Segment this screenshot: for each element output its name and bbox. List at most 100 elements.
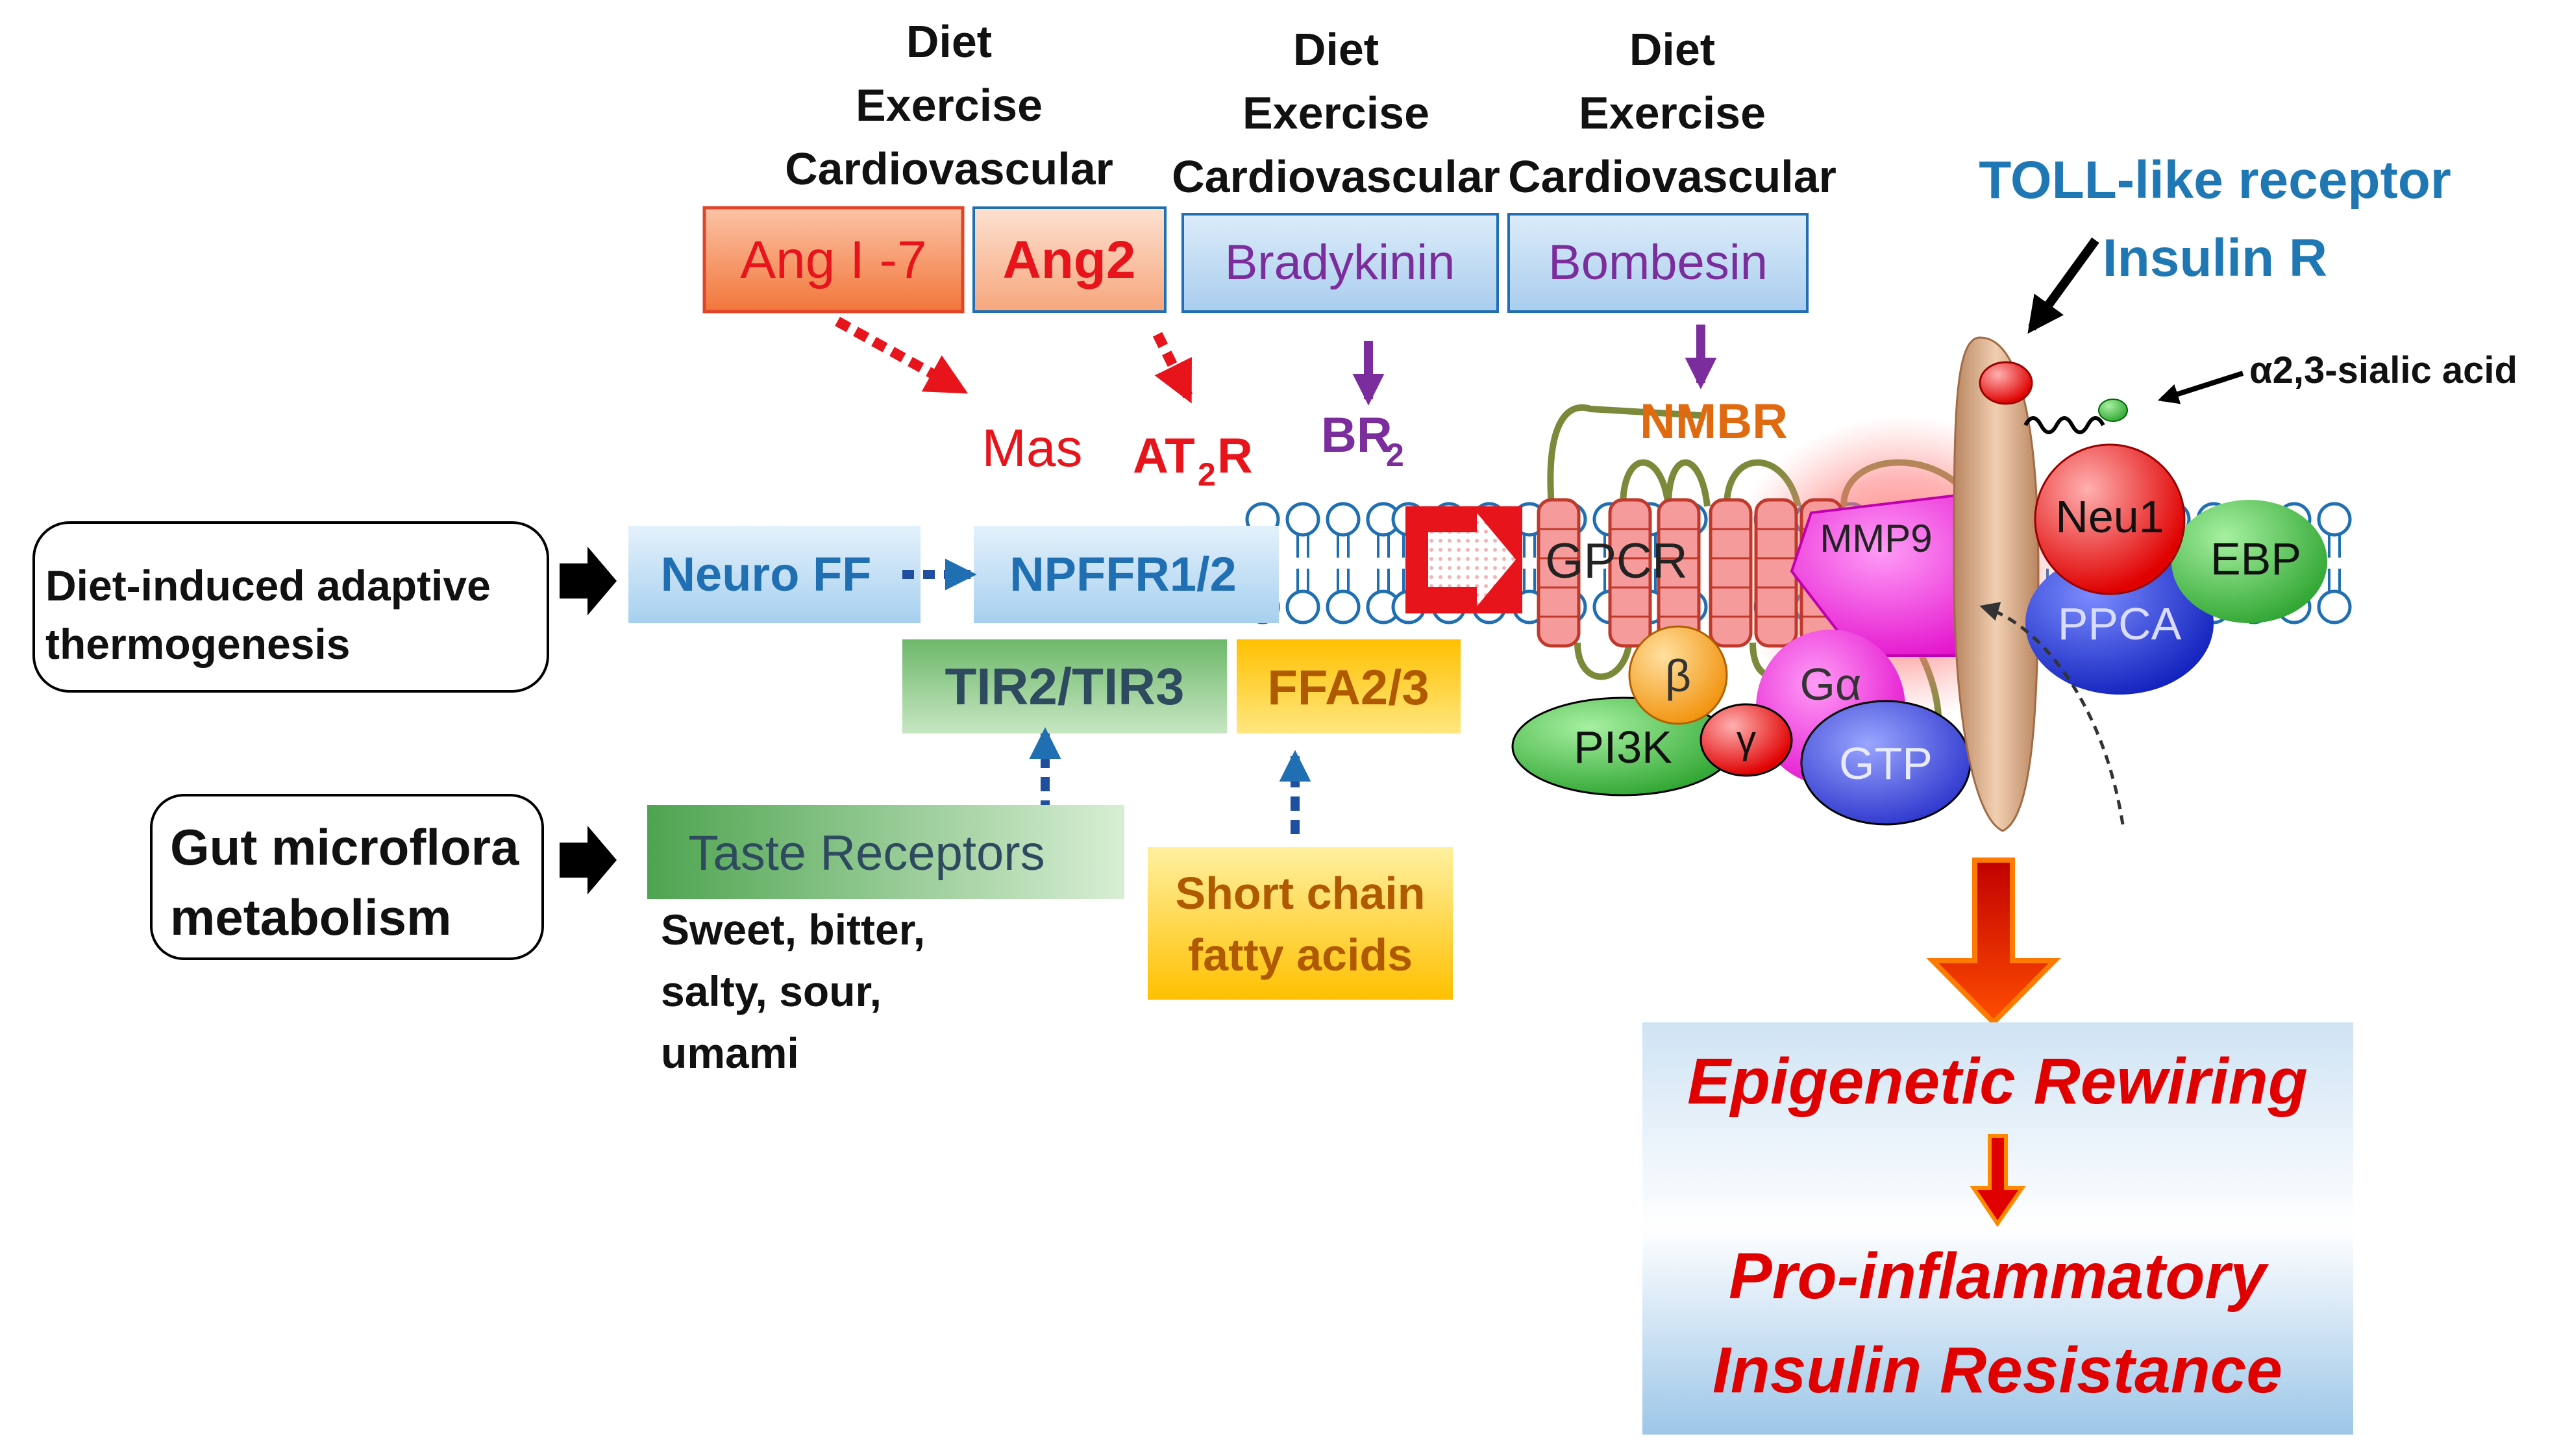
ang2-box: Ang2 xyxy=(972,206,1167,313)
svg-text:Exercise: Exercise xyxy=(1242,88,1429,138)
svg-text:Diet: Diet xyxy=(1293,24,1379,75)
ppca-protein: PPCA xyxy=(2025,552,2214,695)
stimulus-label-3: Diet Exercise Cardiovascular xyxy=(1508,24,1836,202)
ang2-to-at2r-arrow xyxy=(1152,332,1193,404)
svg-text:NPFFR1/2: NPFFR1/2 xyxy=(1009,547,1237,601)
svg-text:2: 2 xyxy=(1198,456,1216,493)
lipid-tail xyxy=(2328,569,2341,591)
svg-text:Sweet, bitter,: Sweet, bitter, xyxy=(661,906,925,954)
lipid-tail xyxy=(1337,535,1350,558)
lipid-tail xyxy=(1296,569,1309,591)
stimulus-label-1: Diet Exercise Cardiovascular xyxy=(785,16,1113,194)
lipid-head xyxy=(1326,502,1361,537)
svg-text:umami: umami xyxy=(661,1029,799,1077)
stimulus-label-2: Diet Exercise Cardiovascular xyxy=(1172,24,1500,202)
svg-text:EBP: EBP xyxy=(2210,534,2301,584)
svg-text:Gut microflora: Gut microflora xyxy=(170,819,519,876)
bombesin-box: Bombesin xyxy=(1507,213,1809,313)
nmbr-label: NMBR xyxy=(1640,394,1788,449)
svg-text:PI3K: PI3K xyxy=(1574,722,1672,772)
svg-text:2: 2 xyxy=(1386,437,1404,473)
svg-text:Ang I -7: Ang I -7 xyxy=(740,230,926,290)
lipid-head xyxy=(2317,502,2352,537)
lipid-head xyxy=(1285,502,1320,537)
toll-receptor xyxy=(1953,336,2128,832)
svg-text:Cardiovascular: Cardiovascular xyxy=(1172,151,1500,202)
lipid-tail xyxy=(1337,569,1350,591)
neu1-protein: Neu1 xyxy=(2034,443,2186,595)
gtp-molecule: GTP xyxy=(1800,700,1972,826)
neuroff-box: Neuro FF xyxy=(628,526,921,623)
beta-subunit: β xyxy=(1628,625,1728,725)
lipid-head xyxy=(1326,589,1361,624)
feedback-dashed-arrow xyxy=(1979,602,2125,825)
svg-text:Diet: Diet xyxy=(1629,24,1715,75)
ffa-box: FFA2/3 xyxy=(1237,639,1461,734)
lipid-tail xyxy=(1377,535,1390,558)
svg-text:γ: γ xyxy=(1737,718,1756,761)
svg-text:R: R xyxy=(1217,428,1253,484)
gut-microflora-box: Gut microflora metabolism xyxy=(150,794,544,960)
gpcr-helix xyxy=(1537,498,1581,648)
thermogenesis-box: Diet-induced adaptive thermogenesis xyxy=(32,521,549,693)
gamma-subunit: γ xyxy=(1700,703,1793,777)
svg-text:salty, sour,: salty, sour, xyxy=(661,967,882,1015)
svg-text:AT: AT xyxy=(1133,428,1195,484)
svg-text:PPCA: PPCA xyxy=(2058,598,2182,649)
lipid-tail xyxy=(1523,569,1536,591)
taste-description: Sweet, bitter, salty, sour, umami xyxy=(661,906,925,1077)
svg-text:Bombesin: Bombesin xyxy=(1548,235,1768,290)
svg-text:TIR2/TIR3: TIR2/TIR3 xyxy=(945,658,1185,715)
svg-text:Diet: Diet xyxy=(906,16,992,67)
svg-text:FFA2/3: FFA2/3 xyxy=(1267,660,1429,715)
svg-text:Exercise: Exercise xyxy=(1579,88,1766,138)
svg-text:Neuro FF: Neuro FF xyxy=(661,547,872,601)
gpcr-activation-arrow xyxy=(1405,506,1522,613)
svg-text:metabolism: metabolism xyxy=(170,889,451,946)
sialic-acid-label: α2,3-sialic acid xyxy=(2249,349,2517,391)
svg-text:Cardiovascular: Cardiovascular xyxy=(785,143,1113,194)
outcome-box: Epigenetic Rewiring Pro-inflammatory Ins… xyxy=(1642,1022,2353,1435)
ebp-protein: EBP xyxy=(2171,500,2327,623)
svg-text:Pro-inflammatory: Pro-inflammatory xyxy=(1729,1240,2269,1313)
outcome-down-arrow xyxy=(1926,858,2061,1026)
gpcr-label: GPCR xyxy=(1545,534,1688,589)
svg-text:Diet-induced adaptive: Diet-induced adaptive xyxy=(45,561,491,610)
npffr-box: NPFFR1/2 xyxy=(974,526,1279,623)
svg-text:thermogenesis: thermogenesis xyxy=(45,620,350,668)
svg-text:Bradykinin: Bradykinin xyxy=(1225,235,1455,290)
svg-text:Cardiovascular: Cardiovascular xyxy=(1508,151,1836,202)
gpcr-helix xyxy=(1608,498,1652,648)
svg-text:MMP9: MMP9 xyxy=(1820,517,1932,560)
lipid-tail xyxy=(1523,535,1536,558)
lipid-tail xyxy=(2328,535,2341,558)
svg-text:BR: BR xyxy=(1321,408,1392,463)
svg-text:Short chain: Short chain xyxy=(1175,868,1425,919)
br2-label: BR 2 xyxy=(1321,408,1404,473)
thermogenesis-arrow xyxy=(560,547,617,615)
svg-text:Exercise: Exercise xyxy=(856,80,1043,130)
svg-text:TOLL-like receptor: TOLL-like receptor xyxy=(1979,151,2451,210)
svg-text:Ang2: Ang2 xyxy=(1003,230,1136,290)
svg-text:fatty acids: fatty acids xyxy=(1188,930,1413,980)
svg-text:Epigenetic Rewiring: Epigenetic Rewiring xyxy=(1687,1045,2308,1118)
toll-label: TOLL-like receptor Insulin R xyxy=(1979,151,2451,288)
tir-box: TIR2/TIR3 xyxy=(902,639,1227,734)
scfa-box: Short chain fatty acids xyxy=(1148,847,1453,1000)
lipid-head xyxy=(2317,589,2352,624)
svg-text:Taste Receptors: Taste Receptors xyxy=(688,826,1045,881)
lipid-tail xyxy=(1296,535,1309,558)
ang17-to-mas-arrow xyxy=(835,316,969,395)
sialic-acid-arrow xyxy=(2157,371,2244,404)
lipid-tail xyxy=(1377,569,1390,591)
gpcr-helix xyxy=(1754,498,1798,648)
gut-arrow xyxy=(560,826,617,895)
gpcr-helix xyxy=(1709,498,1753,648)
lipid-head xyxy=(1285,589,1320,624)
toll-pointer-arrow xyxy=(2027,237,2099,334)
taste-receptors-box: Taste Receptors xyxy=(647,805,1124,899)
svg-text:Insulin Resistance: Insulin Resistance xyxy=(1712,1334,2282,1407)
at2r-label: AT 2 R xyxy=(1133,428,1253,493)
